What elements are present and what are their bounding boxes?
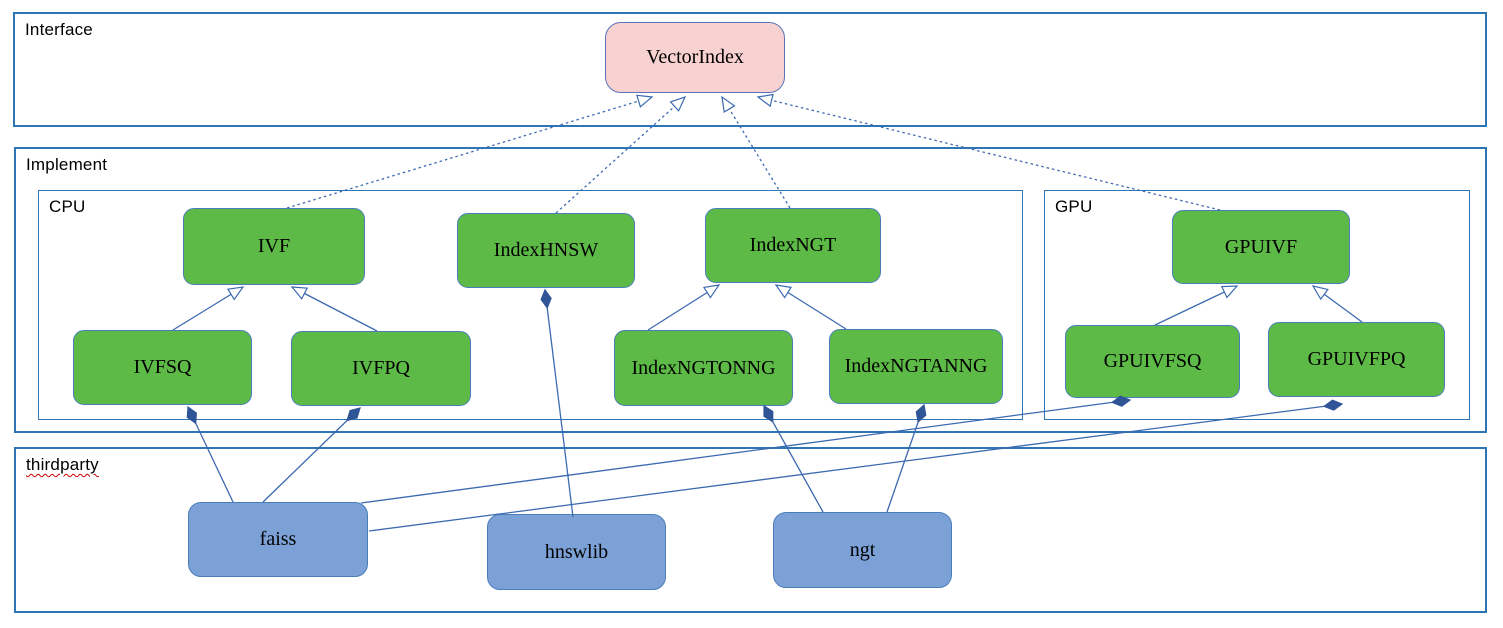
node-ivfsq-label: IVFSQ xyxy=(133,356,192,378)
node-gpuivf: GPUIVF xyxy=(1172,210,1350,284)
node-indexhnsw-label: IndexHNSW xyxy=(493,239,599,261)
node-gpuivfpq: GPUIVFPQ xyxy=(1268,322,1445,397)
node-ivfpq: IVFPQ xyxy=(291,331,471,406)
node-indexngtanng-label: IndexNGTANNG xyxy=(844,355,988,377)
node-vectorindex-label: VectorIndex xyxy=(646,46,744,68)
node-indexngt-label: IndexNGT xyxy=(749,234,837,256)
node-indexngtonng-label: IndexNGTONNG xyxy=(631,356,776,379)
node-gpuivf-label: GPUIVF xyxy=(1224,235,1298,258)
node-indexngtanng: IndexNGTANNG xyxy=(829,329,1003,404)
container-gpu-label: GPU xyxy=(1055,197,1093,216)
node-hnswlib-label: hnswlib xyxy=(544,540,609,563)
node-ngt: ngt xyxy=(773,512,952,588)
node-vectorindex: VectorIndex xyxy=(605,22,785,93)
node-indexhnsw: IndexHNSW xyxy=(457,213,635,288)
node-faiss-label: faiss xyxy=(259,528,297,550)
container-thirdparty-label: thirdparty xyxy=(26,455,99,474)
node-indexngt: IndexNGT xyxy=(705,208,881,283)
node-indexngtonng: IndexNGTONNG xyxy=(614,330,793,406)
node-ivfsq: IVFSQ xyxy=(73,330,252,405)
container-interface-label: Interface xyxy=(25,20,93,39)
node-ngt-label: ngt xyxy=(849,538,876,561)
node-ivf-label: IVF xyxy=(257,235,291,257)
node-gpuivfsq-label: GPUIVFSQ xyxy=(1103,350,1202,372)
node-ivfpq-label: IVFPQ xyxy=(352,357,410,379)
container-implement-label: Implement xyxy=(26,155,108,174)
container-cpu-label: CPU xyxy=(49,197,86,216)
node-gpuivfsq: GPUIVFSQ xyxy=(1065,325,1240,398)
node-faiss: faiss xyxy=(188,502,368,577)
node-hnswlib: hnswlib xyxy=(487,514,666,590)
node-ivf: IVF xyxy=(183,208,365,285)
node-gpuivfpq-label: GPUIVFPQ xyxy=(1307,348,1406,370)
